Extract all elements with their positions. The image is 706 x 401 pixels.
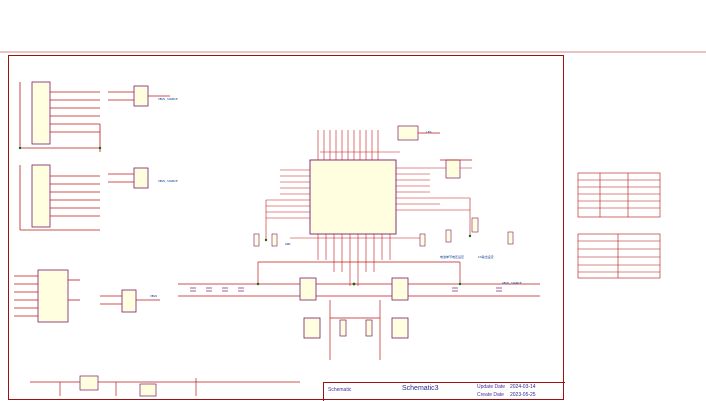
esd-chip-2 — [108, 167, 149, 189]
esd-chip-1 — [108, 85, 170, 107]
net-label-gnd: GND — [285, 242, 291, 246]
sheet-name: Schematic3 — [402, 385, 439, 392]
mcu-chip — [309, 159, 397, 235]
led-cluster — [397, 125, 472, 179]
regulator-section — [30, 375, 300, 397]
mcu-pins-bottom — [290, 234, 420, 286]
usb-connector-2 — [19, 164, 100, 231]
config-table-1 — [577, 172, 661, 218]
net-label-vbus-source-3: VBUS_SOURCE — [502, 281, 522, 285]
power-rail — [178, 261, 540, 297]
net-label-vbus-source-1: VBUS_SOURCE — [158, 97, 178, 101]
esd-chip-3 — [100, 289, 160, 313]
config-table-2 — [577, 233, 661, 279]
mosfet-chips — [299, 277, 409, 339]
junctions — [18, 146, 472, 286]
resistors-left — [253, 217, 514, 247]
net-label-vbus: VBUS — [150, 294, 158, 298]
inductor-lower — [329, 300, 381, 360]
title-block: Schematic Schematic3 Update Date 2024-03… — [323, 382, 565, 401]
update-date-label: Update Date — [477, 384, 506, 390]
mcu-pins-top — [317, 130, 400, 160]
pin-note-2: IO输出设定 — [478, 255, 494, 259]
led-note: LED — [426, 130, 432, 134]
capacitors-bottom — [190, 287, 502, 292]
usb-connector-1 — [19, 81, 101, 152]
typec-connector — [14, 269, 80, 323]
update-date: 2024-03-14 — [510, 384, 536, 390]
sheet-label: Schematic — [328, 387, 352, 393]
net-label-vbus-source-2: VBUS_SOURCE — [158, 179, 178, 183]
create-date: 2023-05-25 — [510, 392, 536, 398]
pin-note-1: 电池单节电压设定 — [440, 255, 465, 259]
mcu-pins-right — [396, 167, 472, 236]
mcu-pins-left — [265, 169, 310, 240]
create-date-label: Create Date — [477, 392, 504, 398]
